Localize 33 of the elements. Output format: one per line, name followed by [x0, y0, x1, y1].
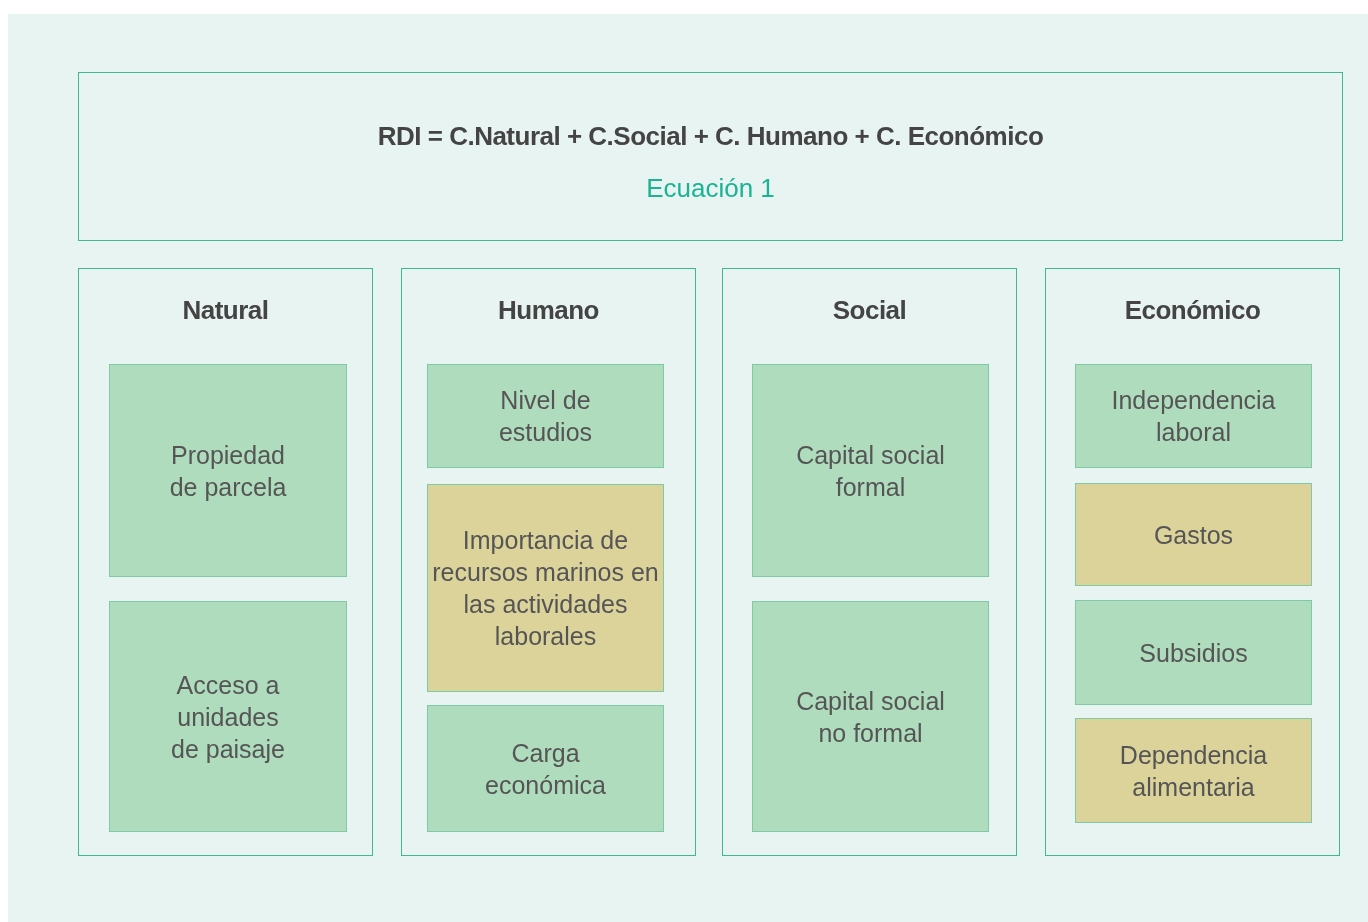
indicator-label: Carga económica: [484, 737, 607, 801]
equation-caption: Ecuación 1: [645, 173, 776, 204]
panel-heading: Natural: [181, 295, 270, 326]
panel-heading: Social: [831, 295, 908, 326]
indicator-box: [1075, 600, 1312, 705]
indicator-box: [427, 484, 664, 692]
indicator-box: [1075, 483, 1312, 586]
indicator-box: [752, 364, 989, 577]
equation-box: [78, 72, 1343, 241]
indicator-box: [1075, 718, 1312, 823]
indicator-box: [752, 601, 989, 832]
panel-heading: Humano: [497, 295, 600, 326]
indicator-label: Propiedad de parcela: [168, 439, 288, 503]
indicator-box: [427, 705, 664, 832]
indicator-box: [109, 364, 347, 577]
indicator-label: Independencia laboral: [1110, 385, 1277, 448]
indicator-label: Capital social formal: [795, 439, 946, 503]
indicator-label: Acceso a unidades de paisaje: [170, 669, 286, 765]
indicator-label: Importancia de recursos marinos en las actividades laborales: [431, 525, 660, 652]
capital-panel: [722, 268, 1017, 856]
indicator-box: [109, 601, 347, 832]
indicator-label: Gastos: [1153, 519, 1234, 551]
indicator-box: [427, 364, 664, 468]
indicator-label: Capital social no formal: [795, 685, 946, 749]
panel-heading: Económico: [1123, 295, 1262, 326]
indicator-box: [1075, 364, 1312, 468]
indicator-label: Subsidios: [1139, 637, 1248, 669]
capital-panel: [401, 268, 696, 856]
equation-text: RDI = C.Natural + C.Social + C. Humano + C. Económico: [376, 121, 1045, 152]
indicator-label: Dependencia alimentaria: [1118, 739, 1269, 803]
capital-panel: [1045, 268, 1340, 856]
capital-panel: [78, 268, 373, 856]
indicator-label: Nivel de estudios: [497, 385, 594, 448]
